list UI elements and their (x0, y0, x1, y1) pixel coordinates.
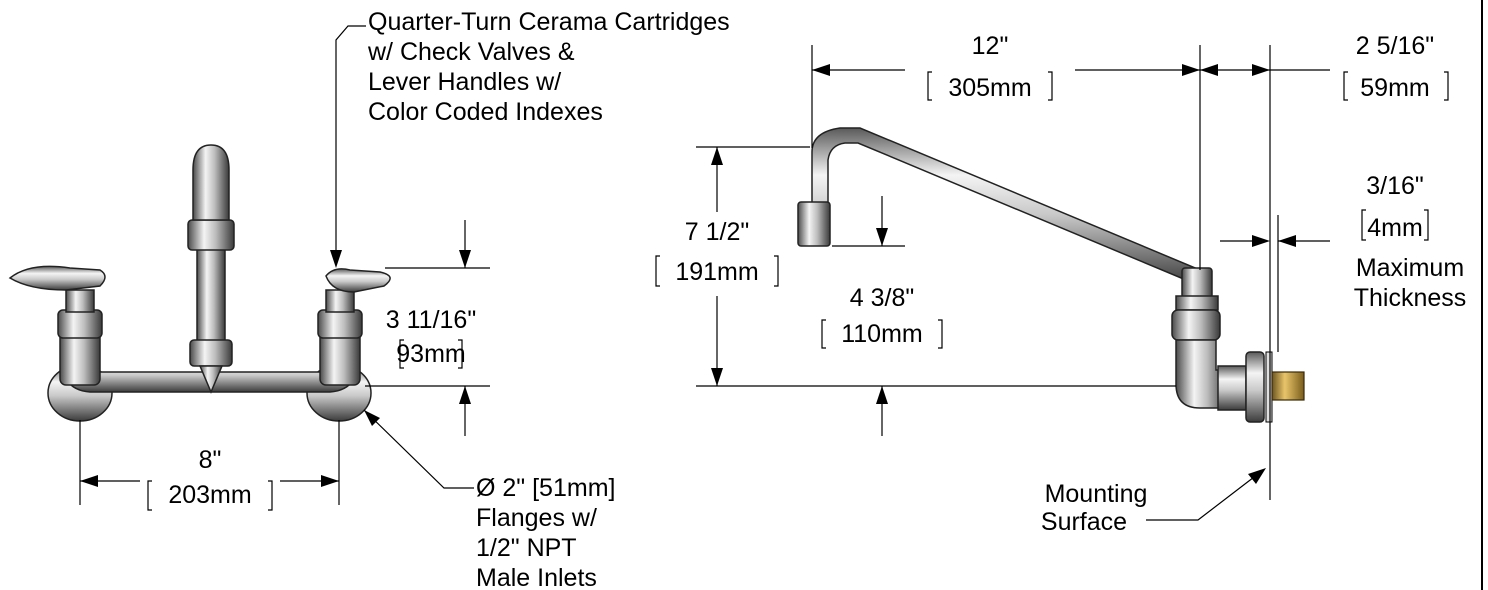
spout-reach-mm: 305mm (948, 74, 1031, 102)
cartridge-callout-text: Quarter-Turn Cerama Cartridges w/ Check … (367, 8, 730, 126)
spout-reach-dimension: 12" 305mm (811, 32, 1201, 270)
overall-height-inches: 7 1/2" (685, 218, 749, 246)
mounting-label-line-2: Surface (1041, 508, 1127, 536)
flange-callout-line-1: Ø 2" [51mm] (476, 474, 615, 502)
side-view-faucet (797, 127, 1305, 423)
flange-callout-line-3: 1/2" NPT (476, 534, 577, 562)
outlet-height-mm: 110mm (841, 320, 923, 348)
front-height-mm: 93mm (396, 340, 465, 368)
offset-inches: 2 5/16" (1356, 32, 1434, 60)
spout-reach-inches: 12" (972, 32, 1009, 60)
offset-dimension: 2 5/16" 59mm (1200, 32, 1449, 500)
overall-height-dimension: 7 1/2" 191mm (655, 146, 1176, 387)
thickness-inches: 3/16" (1366, 172, 1424, 200)
center-dimension: 8" 203mm (79, 420, 340, 511)
overall-height-mm: 191mm (675, 258, 758, 286)
outlet-height-dimension: 4 3/8" 110mm (821, 196, 943, 436)
mounting-surface-callout: Mounting Surface (1041, 468, 1266, 536)
thickness-dimension: 3/16" 4mm Maximum Thickness (1220, 172, 1466, 352)
front-height-dimension: 3 11/16" 93mm (365, 220, 490, 436)
outlet-height-inches: 4 3/8" (850, 284, 914, 312)
flange-callout-line-2: Flanges w/ (476, 504, 597, 532)
front-view-faucet (8, 144, 391, 422)
thickness-label-line-1: Maximum (1356, 254, 1464, 282)
mounting-label-line-1: Mounting (1045, 480, 1148, 508)
cartridge-callout-leader (330, 25, 366, 268)
thickness-mm: 4mm (1367, 214, 1423, 242)
thickness-label-line-2: Thickness (1354, 284, 1467, 312)
center-inches: 8" (199, 446, 222, 474)
offset-mm: 59mm (1360, 74, 1429, 102)
cartridge-callout-line-1: Quarter-Turn Cerama Cartridges (368, 8, 730, 36)
flange-callout-line-4: Male Inlets (476, 564, 597, 590)
flange-callout: Ø 2" [51mm] Flanges w/ 1/2" NPT Male Inl… (363, 409, 615, 590)
cartridge-callout-line-4: Color Coded Indexes (368, 98, 603, 126)
center-mm: 203mm (168, 481, 251, 509)
cartridge-callout-line-3: Lever Handles w/ (368, 68, 561, 96)
cartridge-callout-line-2: w/ Check Valves & (367, 38, 575, 66)
front-height-inches: 3 11/16" (386, 306, 476, 334)
